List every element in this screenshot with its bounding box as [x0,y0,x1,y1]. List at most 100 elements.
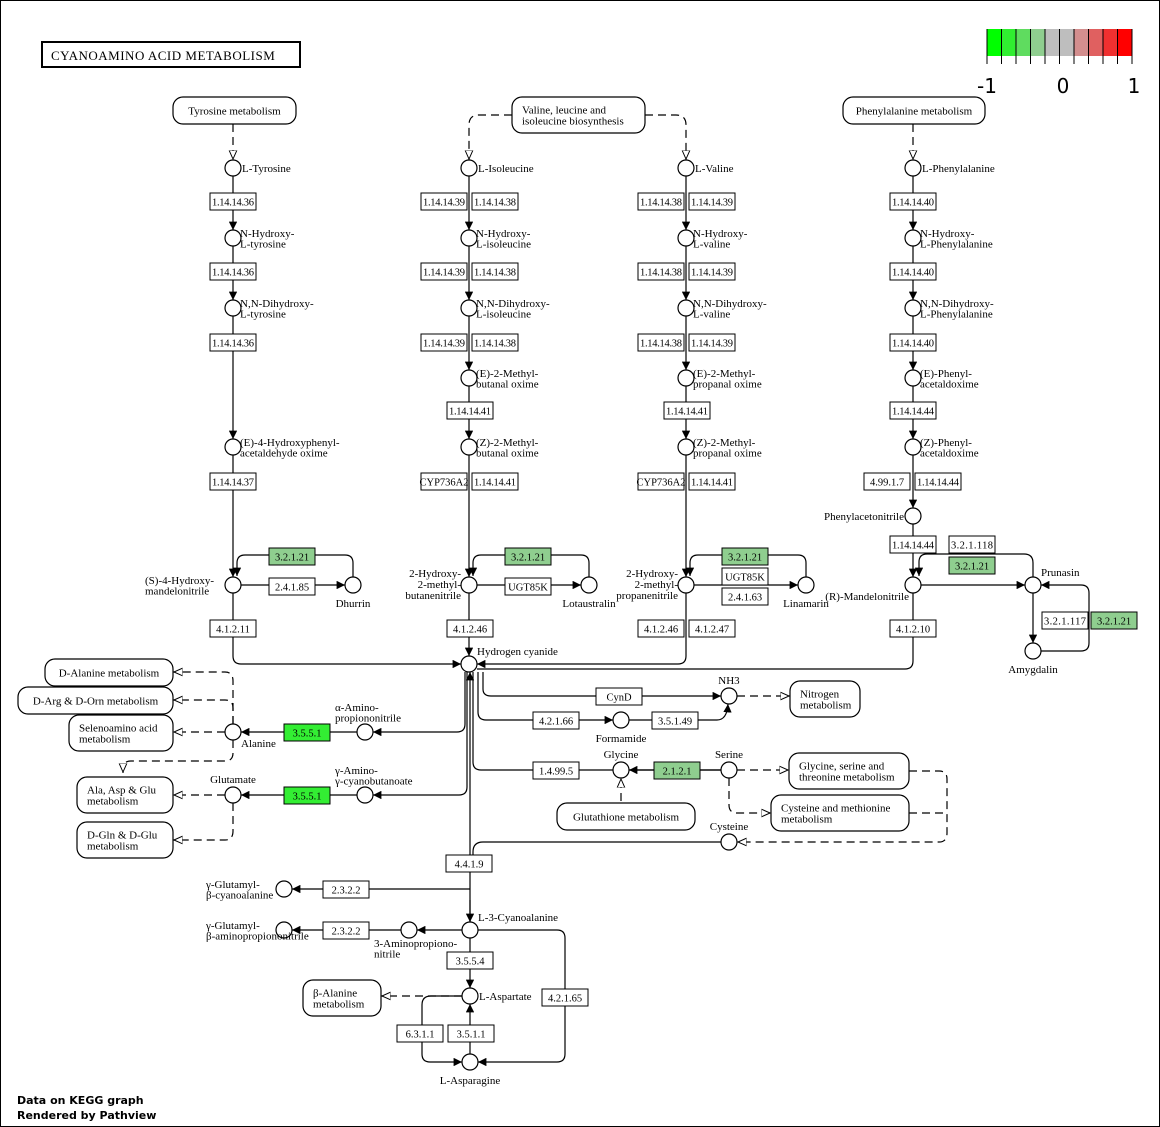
compound-node[interactable]: Alanine [224,723,276,750]
pathway-box[interactable] [302,979,382,1017]
compound-node[interactable]: NH3 [718,675,740,705]
enzyme-box[interactable] [889,262,937,281]
enzyme-node[interactable]: 2.3.2.2 [322,880,370,899]
compound-circle[interactable] [677,438,695,456]
compound-node[interactable]: N-Hydroxy-L-Phenylalanine [904,228,993,251]
compound-circle[interactable] [460,299,478,317]
enzyme-node[interactable]: 1.14.14.38 [637,333,685,352]
enzyme-node[interactable]: 1.14.14.39 [688,333,736,352]
enzyme-node[interactable]: 3.5.1.1 [447,1024,495,1043]
enzyme-node[interactable]: 3.2.1.21 [721,547,769,566]
enzyme-node[interactable]: 1.14.14.36 [209,192,257,211]
enzyme-node[interactable]: 4.1.2.11 [209,619,257,638]
enzyme-node[interactable]: 4.2.1.66 [532,711,580,730]
enzyme-node[interactable]: 1.14.14.36 [209,333,257,352]
pathway-map-link[interactable]: Glutathione metabolism [556,802,696,831]
compound-node[interactable]: γ-Glutamyl-β-cyanoalanine [205,879,293,902]
compound-node[interactable]: N,N-Dihydroxy-L-valine [677,298,767,321]
compound-node[interactable]: L-Valine [677,159,734,177]
compound-node[interactable]: 2-Hydroxy-2-methyl-butanenitrile [405,568,478,602]
enzyme-box[interactable] [637,192,685,211]
enzyme-node[interactable]: UGT85K [721,567,769,586]
enzyme-node[interactable]: 6.3.1.1 [396,1024,444,1043]
pathway-box[interactable] [172,96,297,125]
enzyme-box[interactable] [445,854,493,873]
enzyme-node[interactable]: 1.14.14.37 [209,472,257,491]
enzyme-node[interactable]: 1.14.14.40 [889,262,937,281]
compound-circle[interactable] [904,507,922,525]
enzyme-box[interactable] [651,711,699,730]
compound-circle[interactable] [460,576,478,594]
enzyme-box[interactable] [721,547,769,566]
enzyme-box[interactable] [948,556,996,575]
enzyme-node[interactable]: 4.4.1.9 [445,854,493,873]
compound-circle[interactable] [612,711,630,729]
compound-circle[interactable] [677,576,695,594]
compound-node[interactable]: (E)-Phenyl-acetaldoxime [904,368,979,391]
compound-node[interactable]: (E)-2-Methyl-butanal oxime [460,368,539,391]
enzyme-box[interactable] [653,761,701,780]
compound-circle[interactable] [720,833,738,851]
enzyme-box[interactable] [209,192,257,211]
compound-circle[interactable] [580,576,598,594]
compound-node[interactable]: Lotaustralin [562,576,616,610]
compound-circle[interactable] [400,921,418,939]
enzyme-box[interactable] [322,880,370,899]
compound-node[interactable]: Phenylacetonitrile [824,507,922,525]
enzyme-node[interactable]: 1.14.14.38 [471,262,519,281]
enzyme-box[interactable] [889,401,937,420]
enzyme-node[interactable]: 1.14.14.41 [446,401,494,420]
compound-circle[interactable] [356,786,374,804]
enzyme-box[interactable] [446,951,494,970]
compound-circle[interactable] [224,786,242,804]
compound-node[interactable]: Formamide [596,711,647,745]
compound-circle[interactable] [720,761,738,779]
compound-circle[interactable] [460,369,478,387]
enzyme-box[interactable] [663,401,711,420]
enzyme-box[interactable] [688,472,736,491]
compound-circle[interactable] [460,655,478,673]
compound-node[interactable]: Prunasin [1024,567,1080,594]
compound-circle[interactable] [677,159,695,177]
enzyme-node[interactable]: 1.4.99.5 [532,761,580,780]
enzyme-node[interactable]: 3.2.1.21 [504,547,552,566]
enzyme-box[interactable] [532,711,580,730]
compound-circle[interactable] [904,576,922,594]
enzyme-node[interactable]: 1.14.14.41 [663,401,711,420]
enzyme-box[interactable] [396,1024,444,1043]
pathway-map-link[interactable]: D-Alanine metabolism [44,658,174,687]
enzyme-box[interactable] [721,587,769,606]
enzyme-node[interactable]: 3.2.1.21 [948,556,996,575]
pathway-map-link[interactable]: Phenylalanine metabolism [842,96,986,125]
enzyme-box[interactable] [541,988,589,1007]
compound-circle[interactable] [677,229,695,247]
enzyme-node[interactable]: 3.2.1.21 [1090,611,1138,630]
compound-node[interactable]: L-Aspartate [461,987,532,1005]
enzyme-box[interactable] [446,401,494,420]
enzyme-box[interactable] [1041,611,1089,630]
compound-node[interactable]: (Z)-2-Methyl-butanal oxime [460,437,539,460]
enzyme-node[interactable]: 2.1.2.1 [653,761,701,780]
pathway-box[interactable] [511,96,646,134]
enzyme-node[interactable]: 1.14.14.41 [688,472,736,491]
enzyme-box[interactable] [268,547,316,566]
enzyme-node[interactable]: 1.14.14.38 [471,192,519,211]
enzyme-box[interactable] [420,262,468,281]
enzyme-box[interactable] [889,333,937,352]
compound-node[interactable]: L-Asparagine [440,1053,501,1087]
enzyme-box[interactable] [446,619,494,638]
enzyme-box[interactable] [209,262,257,281]
enzyme-box[interactable] [637,619,685,638]
compound-circle[interactable] [224,576,242,594]
enzyme-box[interactable] [688,333,736,352]
enzyme-node[interactable]: 3.5.5.1 [283,723,331,742]
enzyme-node[interactable]: 1.14.14.39 [420,262,468,281]
compound-circle[interactable] [356,723,374,741]
compound-circle[interactable] [904,229,922,247]
enzyme-node[interactable]: 1.14.14.41 [471,472,519,491]
enzyme-box[interactable] [209,619,257,638]
